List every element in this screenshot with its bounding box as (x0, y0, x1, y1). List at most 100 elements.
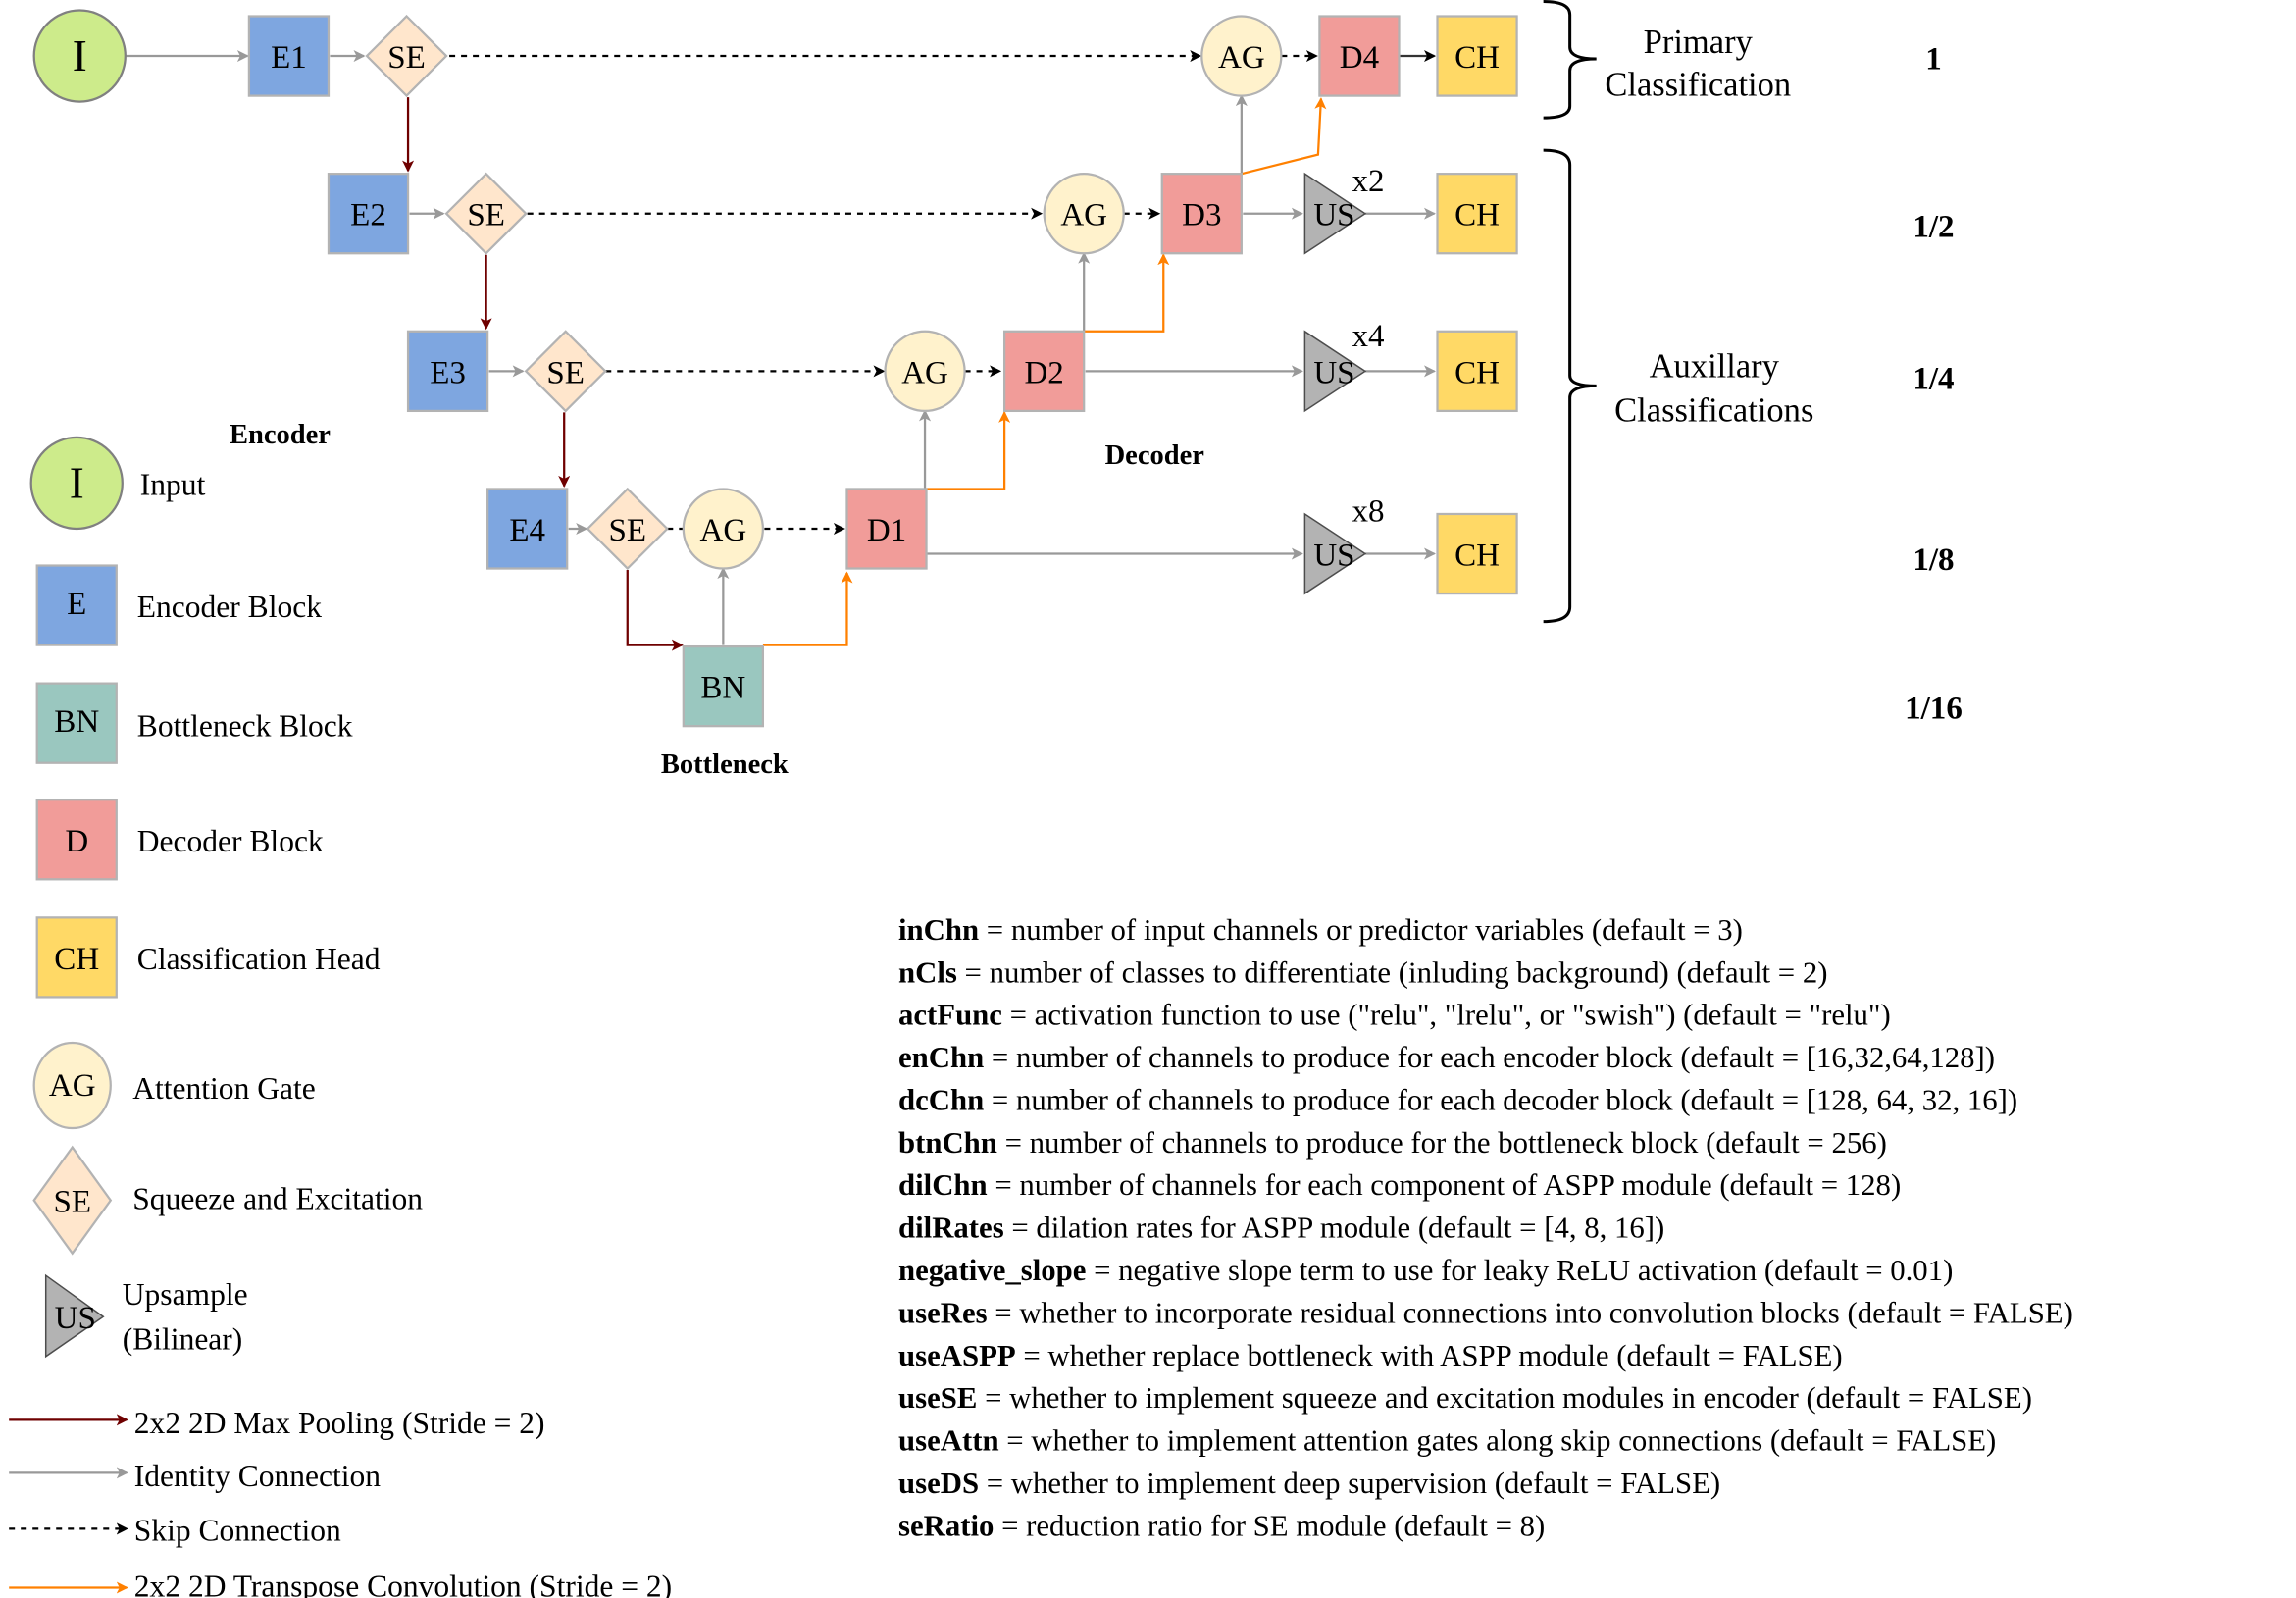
attention-gate-1: AG (1200, 15, 1283, 97)
parameter-description: = whether to implement deep supervision … (979, 1467, 1720, 1500)
legend-label: Decoder Block (137, 824, 324, 858)
se-module-2: SE (444, 172, 528, 255)
parameter-line: btnChn = number of channels to produce f… (898, 1126, 1887, 1160)
legend-symbol: BN (54, 704, 99, 740)
parameter-description: = number of channels to produce for each… (984, 1083, 2017, 1116)
parameter-description: = reduction ratio for SE module (default… (994, 1509, 1545, 1542)
auxiliary-classification-label: Classifications (1614, 391, 1813, 429)
decoder-block-d4: D4 (1318, 15, 1401, 97)
parameter-description: = negative slope term to use for leaky R… (1086, 1254, 1953, 1287)
ch-label: CH (1454, 539, 1500, 574)
primary-classification-label: Classification (1605, 67, 1791, 104)
parameter-name: negative_slope (898, 1254, 1086, 1287)
ch-label: CH (1454, 198, 1500, 233)
parameter-line: useDS = whether to implement deep superv… (898, 1467, 1720, 1500)
se-label: SE (546, 355, 585, 390)
ag-label: AG (1060, 198, 1107, 233)
parameter-line: nCls = number of classes to differentiat… (898, 955, 1827, 989)
parameter-line: actFunc = activation function to use ("r… (898, 999, 1891, 1032)
classification-head-aux-1: CH (1436, 173, 1518, 255)
ch-label: CH (1454, 40, 1500, 76)
classification-head-aux-3: CH (1436, 512, 1518, 595)
parameter-line: dcChn = number of channels to produce fo… (898, 1083, 2017, 1116)
encoder-section-label: Encoder (230, 420, 331, 450)
parameter-description: = whether replace bottleneck with ASPP m… (1016, 1339, 1843, 1372)
parameter-line: useRes = whether to incorporate residual… (898, 1296, 2073, 1329)
legend-label: 2x2 2D Max Pooling (Stride = 2) (134, 1406, 545, 1440)
primary-brace (1543, 0, 1597, 120)
legend-upsample: US Upsample (Bilinear) (44, 1273, 248, 1359)
d1-label: D1 (867, 513, 906, 548)
upsample-factor: x4 (1352, 319, 1384, 354)
attention-gate-3: AG (884, 330, 966, 413)
encoder-block-e3: E3 (406, 330, 489, 413)
classification-head-primary: CH (1436, 15, 1518, 97)
legend-label: Input (140, 467, 206, 501)
parameter-line: dilChn = number of channels for each com… (898, 1168, 1901, 1202)
encoder-block-e4: E4 (486, 488, 569, 570)
transpose-conv-connection (762, 571, 853, 646)
legend-label: Skip Connection (134, 1513, 341, 1547)
legend-label: Attention Gate (132, 1071, 315, 1106)
parameter-name: enChn (898, 1041, 984, 1074)
parameter-name: useSE (898, 1381, 977, 1415)
legend-encoder: E Encoder Block (35, 564, 322, 646)
e4-label: E4 (509, 513, 545, 548)
se-module-1: SE (365, 14, 448, 98)
us-label: US (1313, 539, 1354, 574)
legend-label: Bottleneck Block (137, 709, 353, 744)
legend-max-pooling: 2x2 2D Max Pooling (Stride = 2) (9, 1406, 545, 1440)
scale-label: 1 (1925, 42, 1942, 77)
se-module-4: SE (586, 487, 669, 571)
parameter-line: dilRates = dilation rates for ASPP modul… (898, 1211, 1664, 1245)
ch-label: CH (1454, 355, 1500, 390)
legend-label: (Bilinear) (123, 1321, 243, 1356)
legend-transpose-conv: 2x2 2D Transpose Convolution (Stride = 2… (9, 1569, 672, 1598)
decoder-block-d3: D3 (1160, 173, 1243, 255)
parameter-line: enChn = number of channels to produce fo… (898, 1041, 1995, 1074)
attention-gate-4: AG (682, 488, 765, 570)
bottleneck-section-label: Bottleneck (661, 749, 789, 780)
parameter-name: useAttn (898, 1424, 999, 1458)
parameter-name: useASPP (898, 1339, 1016, 1372)
parameter-line: negative_slope = negative slope term to … (898, 1254, 1953, 1287)
parameter-description: = whether to implement squeeze and excit… (977, 1381, 2032, 1415)
parameter-description: = whether to implement attention gates a… (999, 1424, 1997, 1458)
transpose-conv-connection (1084, 253, 1170, 333)
parameter-name: seRatio (898, 1509, 994, 1542)
legend-symbol: SE (53, 1185, 91, 1220)
legend-attention-gate: AG Attention Gate (32, 1041, 316, 1130)
parameter-description: = number of channels for each component … (988, 1168, 1902, 1202)
legend-symbol: AG (49, 1068, 96, 1104)
parameter-description: = activation function to use ("relu", "l… (1002, 999, 1891, 1032)
decoder-block-d1: D1 (845, 488, 928, 570)
se-module-3: SE (524, 330, 607, 413)
scale-label: 1/16 (1905, 692, 1963, 727)
scale-label: 1/8 (1913, 542, 1954, 578)
legend-bottleneck: BN Bottleneck Block (35, 682, 353, 764)
bn-label: BN (700, 671, 745, 706)
e3-label: E3 (430, 355, 466, 390)
parameter-line: useASPP = whether replace bottleneck wit… (898, 1339, 1843, 1372)
encoder-block-e2: E2 (327, 173, 410, 255)
ag-label: AG (901, 355, 948, 390)
legend-input: I Input (29, 436, 206, 531)
legend-symbol: D (65, 824, 88, 859)
parameter-line: useSE = whether to implement squeeze and… (898, 1381, 2032, 1415)
e1-label: E1 (271, 40, 307, 76)
scale-label: 1/2 (1913, 210, 1954, 245)
parameter-list: inChn = number of input channels or pred… (898, 913, 2073, 1542)
se-label: SE (608, 513, 646, 548)
legend-label: Upsample (123, 1277, 248, 1312)
legend-label: Encoder Block (137, 590, 322, 624)
parameter-line: seRatio = reduction ratio for SE module … (898, 1509, 1545, 1542)
parameter-line: useAttn = whether to implement attention… (898, 1424, 1996, 1458)
legend-label: 2x2 2D Transpose Convolution (Stride = 2… (134, 1569, 672, 1598)
parameter-name: btnChn (898, 1126, 997, 1160)
bottleneck-block: BN (682, 644, 765, 728)
transpose-conv-connection (1241, 97, 1327, 176)
upsample-factor: x8 (1352, 493, 1384, 529)
